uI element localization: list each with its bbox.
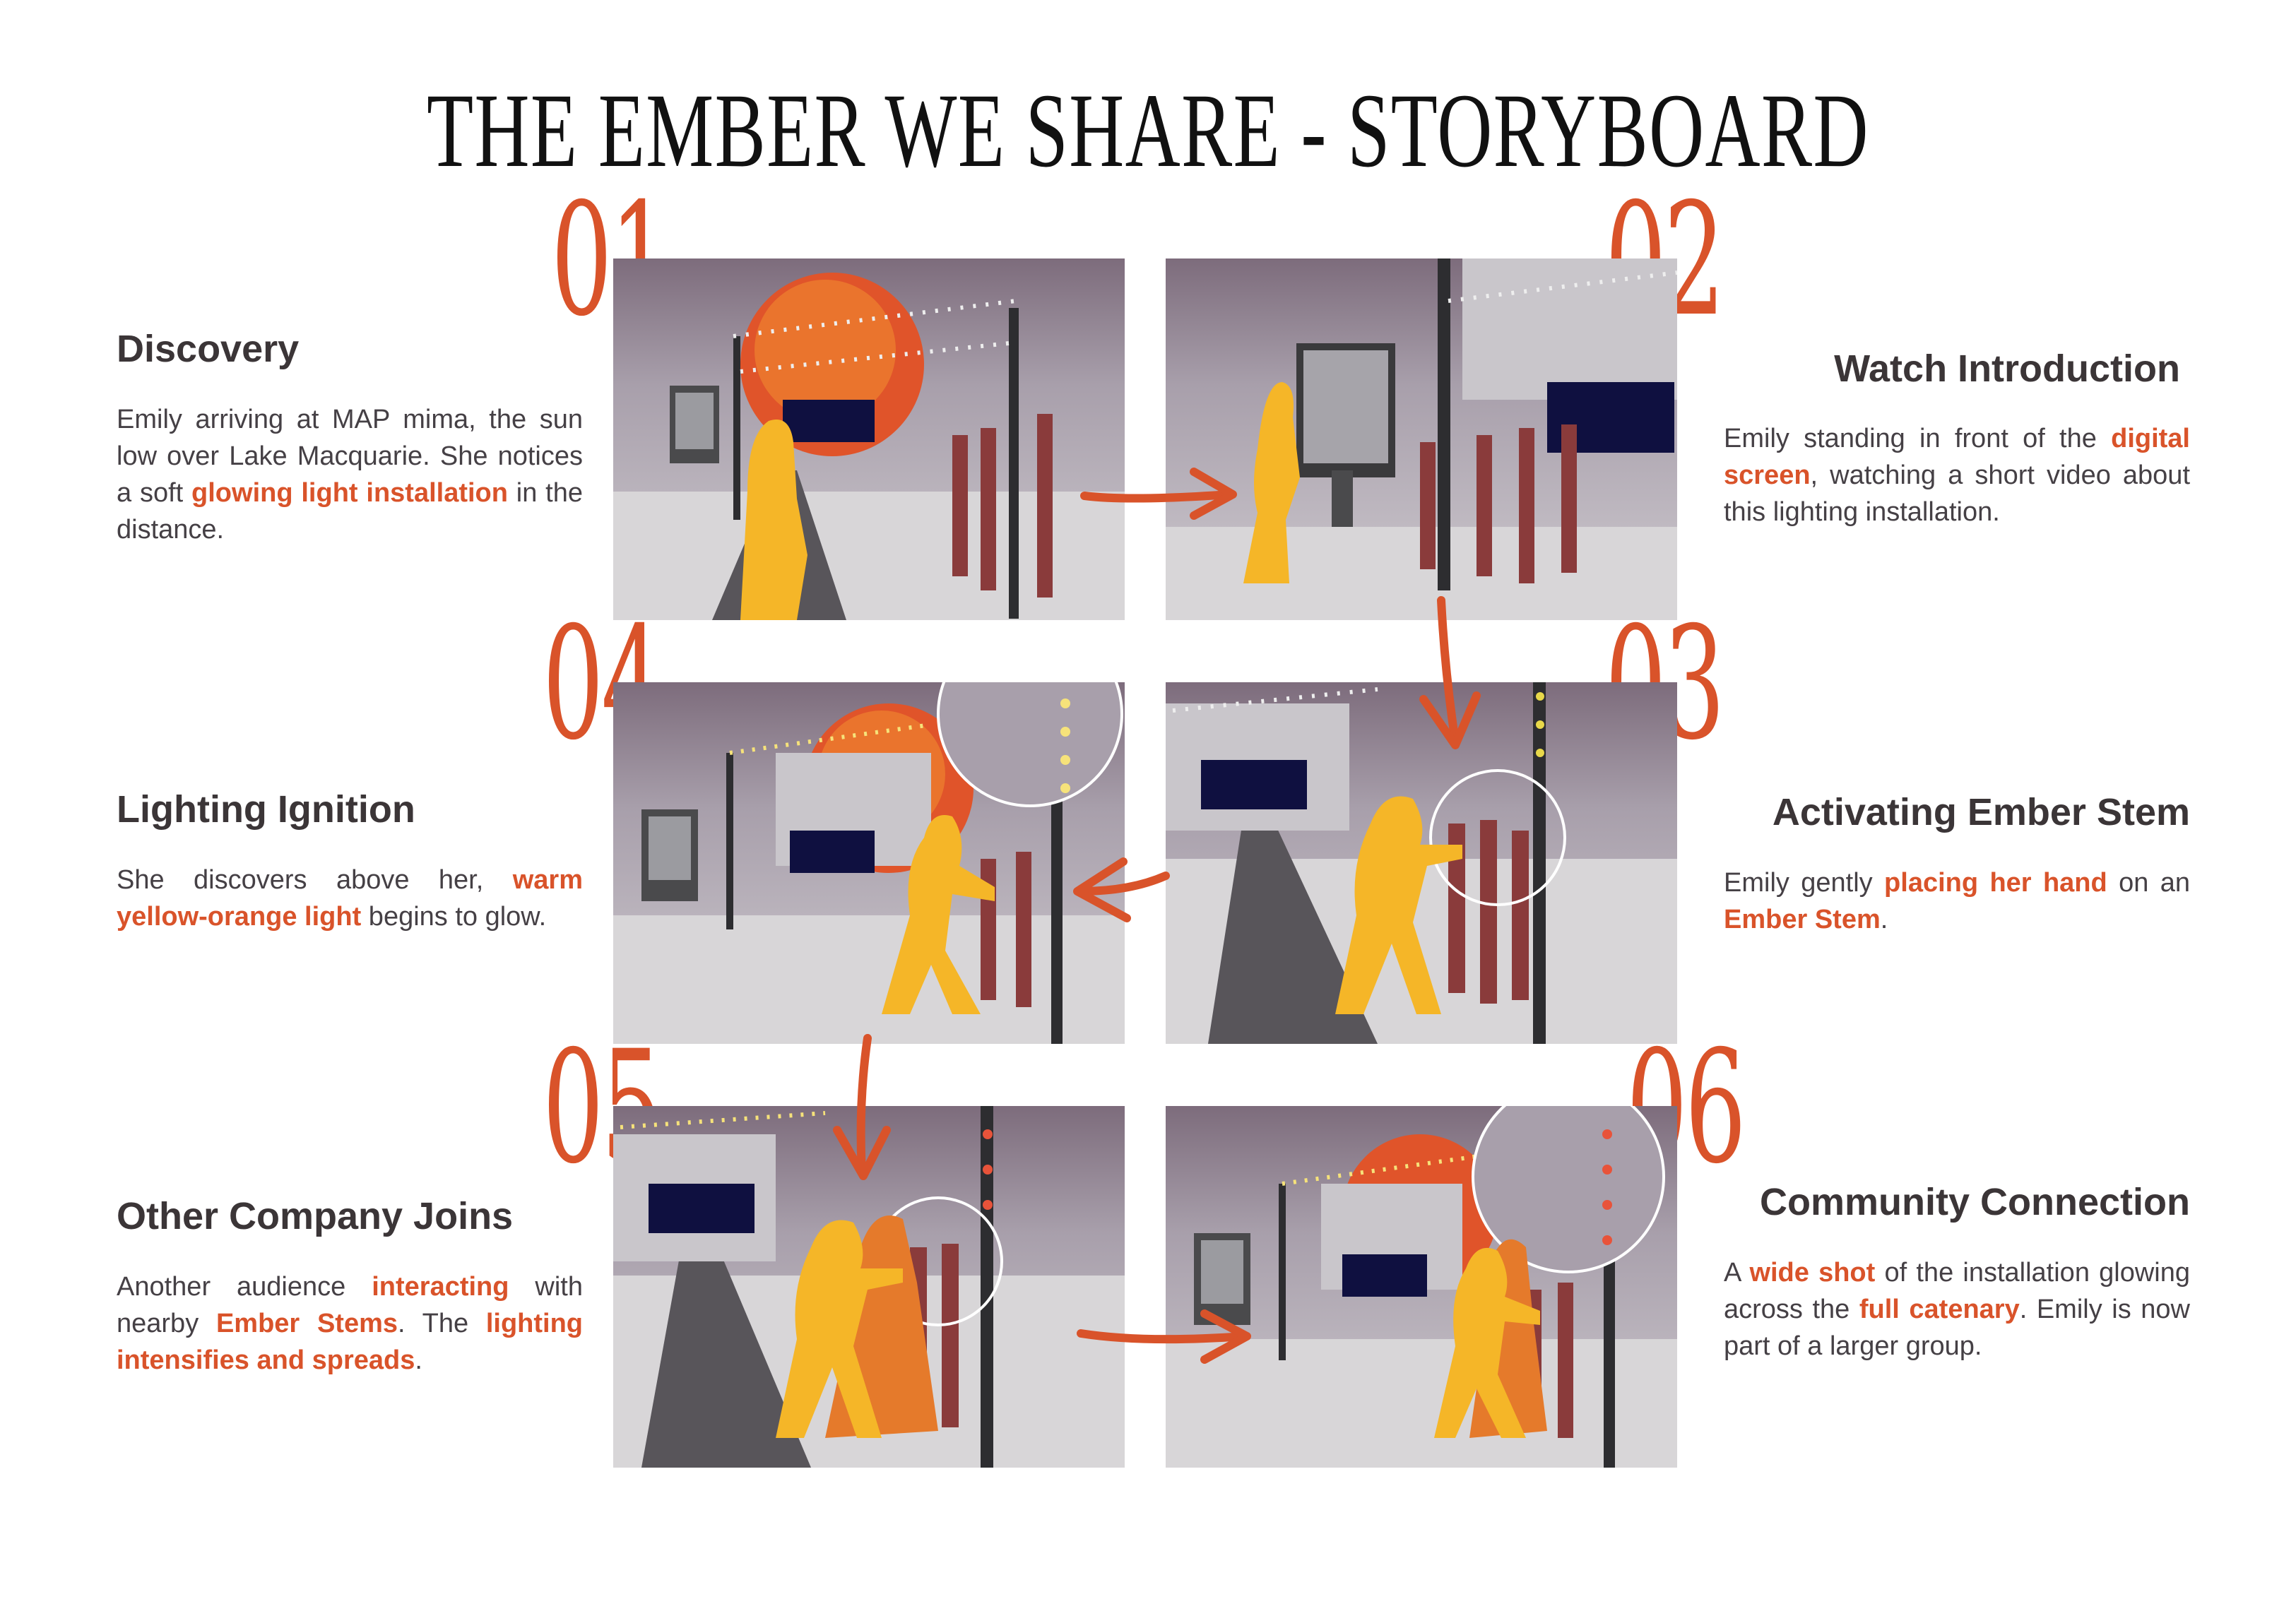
text-segment: Emily standing in front of the <box>1724 424 2112 453</box>
text-segment: of the installation glowing across the <box>1724 1258 2190 1324</box>
storyboard-panel-06 <box>1166 1106 1677 1468</box>
highlighted-text: Ember Stem <box>1724 905 1881 934</box>
highlighted-text: glowing light installation <box>191 478 508 508</box>
highlighted-text: full catenary <box>1859 1295 2020 1324</box>
highlighted-text: digital screen <box>1724 424 2190 490</box>
highlighted-text: lighting intensifies and spreads <box>117 1309 584 1375</box>
storyboard-panel-05 <box>613 1106 1125 1468</box>
text-segment: begins to glow. <box>361 902 547 932</box>
storyboard-panel-02 <box>1166 258 1677 620</box>
text-segment: Emily gently <box>1724 868 1885 898</box>
text-segment: . <box>415 1345 422 1375</box>
step-heading-03: Activating Ember Stem <box>1772 791 2190 833</box>
scene-illustration <box>613 273 1125 620</box>
step-heading-04: Lighting Ignition <box>117 788 415 831</box>
text-segment: , watching a short video about this ligh… <box>1724 460 2190 527</box>
text-segment: Emily arriving at MAP mima, the sun low … <box>117 405 583 508</box>
storyboard-panel-03 <box>1166 682 1677 1044</box>
step-description-04: She discovers above her, warm yellow-ora… <box>117 862 583 935</box>
step-description-02: Emily standing in front of the digital s… <box>1724 420 2190 530</box>
text-segment: . <box>1880 905 1888 934</box>
step-description-06: A wide shot of the installation glowing … <box>1724 1254 2190 1365</box>
step-heading-05: Other Company Joins <box>117 1195 514 1237</box>
text-segment: on an <box>2107 868 2190 898</box>
step-heading-01: Discovery <box>117 328 300 370</box>
text-segment: . Emily is now part of a larger group. <box>1724 1295 2190 1361</box>
highlighted-text: placing her hand <box>1884 868 2107 898</box>
text-segment: Another audience <box>117 1272 372 1302</box>
scene-illustration <box>1166 258 1677 620</box>
step-description-05: Another audience interacting with nearby… <box>117 1268 583 1379</box>
step-heading-02: Watch Introduction <box>1834 347 2180 390</box>
text-segment: A <box>1724 1258 1750 1288</box>
text-segment: in the distance. <box>117 478 584 545</box>
step-heading-06: Community Connection <box>1760 1181 2190 1223</box>
storyboard-panel-01 <box>613 258 1125 620</box>
text-segment: with nearby <box>117 1272 584 1338</box>
page-title: THE EMBER WE SHARE - STORYBOARD <box>427 72 1869 189</box>
step-description-03: Emily gently placing her hand on an Embe… <box>1724 864 2190 938</box>
highlighted-text: Ember Stems <box>215 1309 398 1338</box>
scene-illustration <box>1166 1106 1677 1468</box>
scene-illustration <box>613 682 1125 1044</box>
scene-illustration <box>613 1106 1125 1468</box>
highlighted-text: warm yellow-orange light <box>117 865 583 932</box>
step-description-01: Emily arriving at MAP mima, the sun low … <box>117 401 583 548</box>
storyboard-panel-04 <box>613 682 1125 1044</box>
text-segment: She discovers above her, <box>117 865 513 895</box>
highlighted-text: interacting <box>372 1272 509 1302</box>
highlighted-text: wide shot <box>1749 1258 1876 1288</box>
scene-illustration <box>1166 682 1677 1044</box>
text-segment: . The <box>398 1309 486 1338</box>
